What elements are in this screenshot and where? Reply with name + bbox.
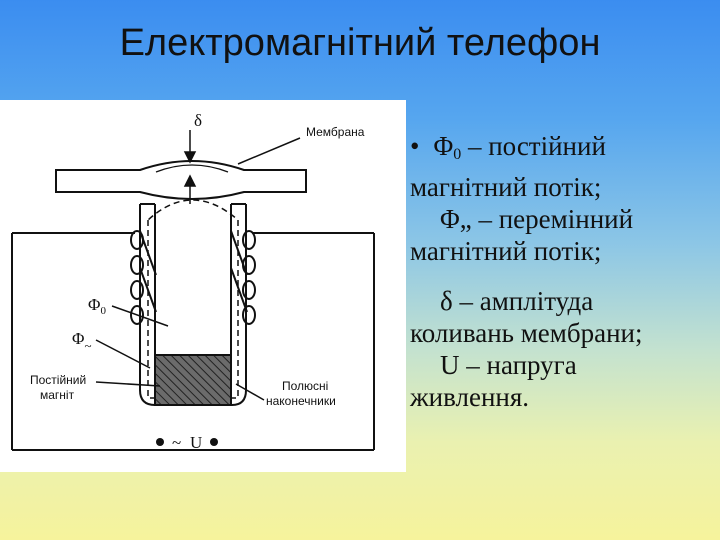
slide-title: Електромагнітний телефон — [119, 22, 601, 64]
membrane-label: Мембрана — [306, 125, 365, 139]
legend-phi-line1: Φ„ – перемінний — [440, 204, 634, 234]
phi0-leader — [111, 305, 169, 327]
telephone-diagram: δ Мембрана Φ0 Φ~ Постійний магніт Полюсн… — [0, 100, 406, 472]
supply-terminals — [156, 438, 218, 446]
membrane — [55, 160, 307, 200]
legend-phi0-line1: •Φ0 – постійний — [410, 131, 606, 163]
magnet-label-line2: магніт — [40, 388, 75, 402]
phi-tilde-label: Φ~ — [72, 329, 91, 353]
coil-left — [130, 230, 157, 325]
delta-gap-marker — [183, 130, 197, 204]
bullet: • — [410, 131, 420, 161]
legend-phi-line2: магнітний потік; — [410, 236, 602, 266]
legend-text: •Φ0 – постійний магнітний потік; Φ„ – пе… — [410, 130, 710, 413]
poles-label-line2: наконечники — [266, 394, 336, 408]
membrane-leader — [237, 137, 301, 165]
magnet-leader — [95, 381, 161, 387]
legend-u-line1: U – напруга — [440, 350, 577, 380]
legend-u-line2: живлення. — [410, 382, 530, 412]
legend-delta-line1: δ – амплітуда — [440, 286, 594, 316]
ac-symbol: ~ — [172, 433, 181, 452]
coil-right — [230, 230, 256, 325]
phi0-label: Φ0 — [88, 295, 106, 317]
legend-phi0-line2: магнітний потік; — [410, 172, 602, 202]
flux-path — [147, 199, 239, 399]
telephone-diagram-svg: δ Мембрана Φ0 Φ~ Постійний магніт Полюсн… — [11, 111, 375, 452]
housing — [11, 232, 375, 451]
legend-delta-line2: коливань мембрани; — [410, 318, 643, 348]
voltage-label: U — [190, 433, 202, 452]
delta-label: δ — [194, 111, 202, 130]
magnet-label-line1: Постійний — [30, 373, 86, 387]
permanent-magnet — [154, 354, 232, 406]
phi-tilde-leader — [95, 339, 151, 369]
poles-leader — [235, 383, 265, 401]
poles-label-line1: Полюсні — [282, 379, 328, 393]
